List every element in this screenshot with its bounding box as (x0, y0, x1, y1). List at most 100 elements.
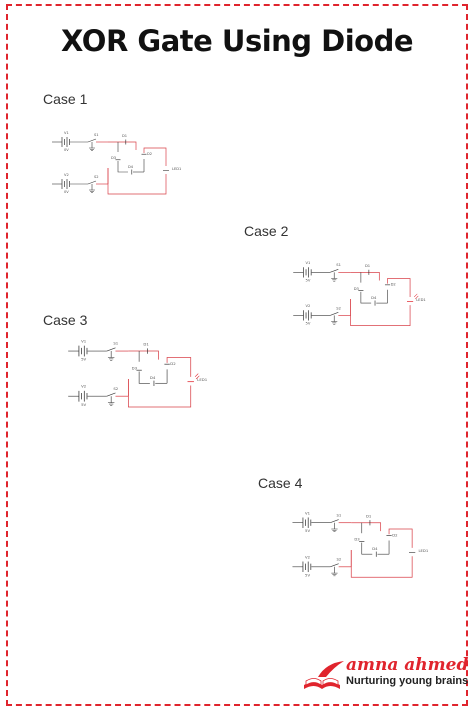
v2-label: V2 (306, 304, 311, 308)
diode-d1 (147, 348, 148, 354)
wire (388, 528, 413, 548)
page-title: XOR Gate Using Diode (60, 24, 414, 58)
d2-label: D2 (392, 533, 398, 537)
d1-label: D1 (122, 134, 127, 138)
diode-d1 (125, 139, 127, 145)
case-1-label: Case 1 (43, 91, 88, 107)
ground-1 (107, 357, 115, 361)
wire (108, 141, 137, 150)
v1-value: 5V (81, 357, 86, 362)
s2-label: S2 (113, 386, 118, 391)
battery-v1 (302, 517, 312, 528)
s2-label: S2 (94, 175, 99, 179)
d3-label: D3 (132, 365, 138, 370)
wire (127, 379, 192, 408)
ground-1 (331, 528, 338, 532)
wire (351, 522, 382, 532)
switch-s1 (106, 347, 116, 352)
s1-label: S1 (94, 133, 99, 137)
diode-d2 (384, 284, 391, 286)
wire (138, 371, 150, 384)
diode-d4 (131, 169, 133, 175)
d4-label: D4 (150, 375, 156, 380)
ground-2 (331, 572, 338, 577)
v1-value: 0V (64, 148, 69, 152)
switch-s1 (87, 138, 97, 143)
led-glow-ray (415, 295, 419, 300)
ground-2 (89, 189, 95, 193)
battery-v1 (303, 267, 312, 278)
led-icon (188, 377, 194, 381)
v1-value: 5V (305, 529, 310, 533)
battery-v2 (303, 310, 312, 321)
diode-d4 (375, 551, 377, 557)
case-4-label: Case 4 (258, 475, 303, 491)
wire (143, 147, 167, 166)
led-icon (163, 166, 169, 170)
v2-value: 0V (64, 190, 69, 194)
v1-value: 5V (306, 279, 311, 283)
led-label: LED1 (197, 377, 208, 382)
battery-v1 (61, 137, 70, 147)
d1-label: D1 (143, 342, 149, 347)
battery-v2 (302, 561, 312, 573)
case-2-label: Case 2 (244, 223, 289, 239)
battery-v2 (78, 390, 88, 402)
led-label: LED1 (418, 549, 428, 553)
diode-d2 (164, 363, 170, 365)
wire (387, 278, 411, 297)
brand-logo-icon (304, 661, 344, 689)
d3-label: D3 (111, 156, 116, 160)
d4-label: D4 (372, 547, 378, 551)
diode-d3 (136, 369, 142, 371)
brand-tagline: Nurturing young brains (346, 675, 469, 687)
switch-s2 (330, 312, 339, 316)
wire (350, 299, 411, 327)
s2-label: S2 (337, 558, 342, 562)
led-glow-ray (195, 375, 200, 380)
v2-label: V2 (64, 173, 69, 177)
led-icon (409, 548, 415, 552)
wire (128, 350, 159, 360)
led-label: LED1 (172, 167, 181, 171)
diode-d3 (358, 290, 364, 291)
diode-d4 (374, 300, 376, 306)
s1-label: S1 (336, 263, 341, 267)
d2-label: D2 (391, 283, 396, 287)
d2-label: D2 (147, 152, 152, 156)
d3-label: D3 (354, 538, 360, 542)
battery-v2 (61, 179, 70, 189)
ground-1 (89, 147, 95, 151)
d4-label: D4 (371, 296, 377, 300)
wire (350, 550, 413, 578)
diode-d1 (369, 520, 371, 526)
led-glow-ray (413, 293, 418, 298)
wire (360, 291, 372, 304)
switch-s2 (106, 392, 116, 397)
s2-label: S2 (336, 306, 341, 310)
d3-label: D3 (354, 287, 360, 291)
d1-label: D1 (365, 264, 370, 268)
led-icon (407, 297, 413, 301)
d1-label: D1 (366, 514, 372, 518)
v2-value: 5V (306, 322, 311, 326)
dashed-border (6, 4, 468, 706)
diode-d2 (141, 153, 147, 155)
d4-label: D4 (128, 165, 134, 169)
wire (166, 357, 192, 377)
wire (107, 168, 167, 195)
v2-label: V2 (81, 384, 87, 389)
switch-s2 (330, 563, 339, 568)
wire (350, 271, 380, 281)
led-label: LED1 (416, 298, 426, 302)
battery-v1 (78, 345, 88, 357)
ground-1 (331, 278, 338, 282)
diode-d2 (386, 535, 392, 536)
case-3-label: Case 3 (43, 312, 88, 328)
v1-label: V1 (306, 261, 311, 265)
d2-label: D2 (170, 361, 176, 366)
switch-s2 (87, 180, 97, 185)
